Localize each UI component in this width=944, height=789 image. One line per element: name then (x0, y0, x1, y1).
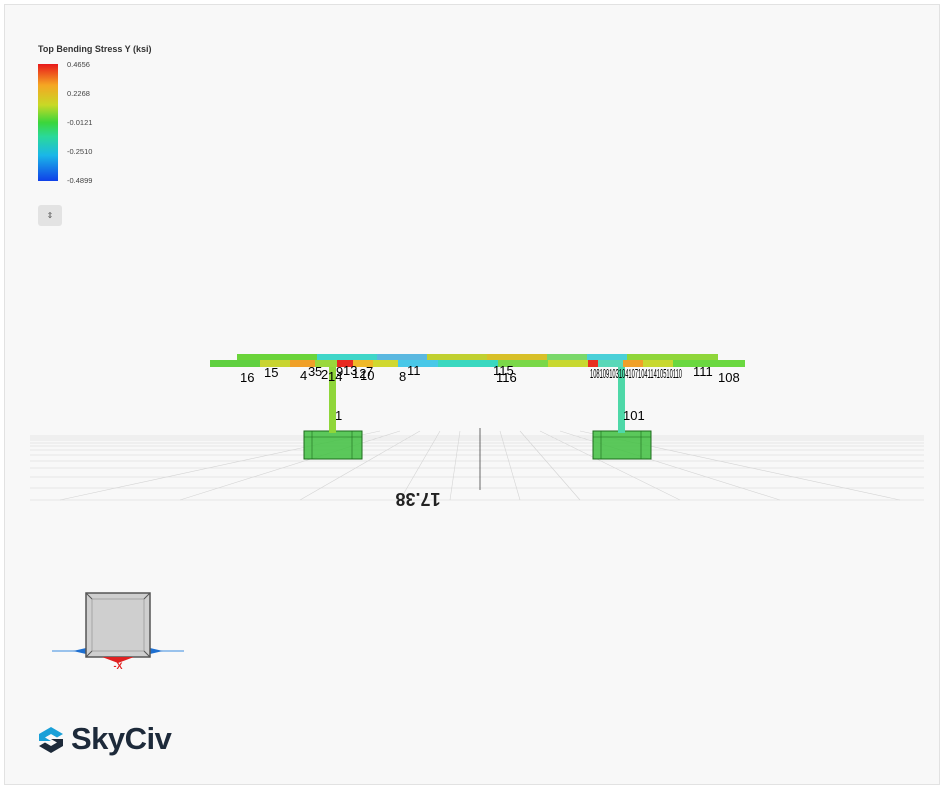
footing-right[interactable] (592, 430, 652, 460)
up-down-arrows-icon: ⇕ (46, 211, 54, 220)
footing-left[interactable] (303, 430, 363, 460)
ground-grid (30, 430, 924, 501)
legend-tick-4: -0.2510 (67, 147, 93, 156)
legend-title: Top Bending Stress Y (ksi) (38, 44, 152, 54)
viewport[interactable] (4, 4, 940, 785)
view-cube[interactable]: -X (52, 592, 184, 671)
legend-tick-2: 0.2268 (67, 89, 90, 98)
label-16: 16 (240, 370, 254, 385)
legend-tick-3: -0.0121 (67, 118, 93, 127)
label-cluster-right: 10810910310410710411410510110 (590, 366, 682, 381)
label-2: 2 (321, 367, 328, 382)
grid-label: 17.38 (395, 489, 440, 509)
label-5: 5 (315, 364, 322, 379)
label-116: 116 (496, 370, 517, 385)
label-111: 111 (693, 364, 713, 379)
label-12: 12 (352, 366, 366, 381)
column-member-101[interactable] (618, 367, 625, 433)
label-14: 14 (328, 369, 342, 384)
label-1: 1 (335, 408, 342, 423)
label-3: 3 (308, 364, 315, 379)
member-labels: 16 15 4 3 5 2 14 9 13 12 7 10 8 11 115 1… (240, 363, 740, 423)
label-11: 11 (407, 363, 421, 378)
label-115: 115 (493, 363, 514, 378)
label-101: 101 (623, 408, 645, 423)
lower-deck-members[interactable] (210, 360, 745, 367)
label-15: 15 (264, 365, 278, 380)
label-7: 7 (366, 364, 373, 379)
axis-label-x: -X (114, 661, 123, 671)
label-9: 9 (336, 364, 343, 379)
column-member-1[interactable] (329, 367, 336, 433)
label-4: 4 (300, 368, 307, 383)
label-13: 13 (343, 363, 357, 378)
upper-deck-members[interactable] (237, 354, 718, 360)
legend-toggle-button[interactable]: ⇕ (38, 205, 62, 226)
legend-color-scale (38, 64, 58, 181)
brand-name: SkyCiv (71, 721, 172, 756)
legend-tick-min: -0.4899 (67, 176, 93, 185)
label-10: 10 (360, 368, 374, 383)
legend-tick-max: 0.4656 (67, 60, 90, 69)
label-8: 8 (399, 369, 406, 384)
stress-legend: Top Bending Stress Y (ksi) 0.4656 0.2268… (38, 44, 152, 185)
skyciv-logo-icon (39, 727, 63, 753)
label-108: 108 (718, 370, 740, 385)
